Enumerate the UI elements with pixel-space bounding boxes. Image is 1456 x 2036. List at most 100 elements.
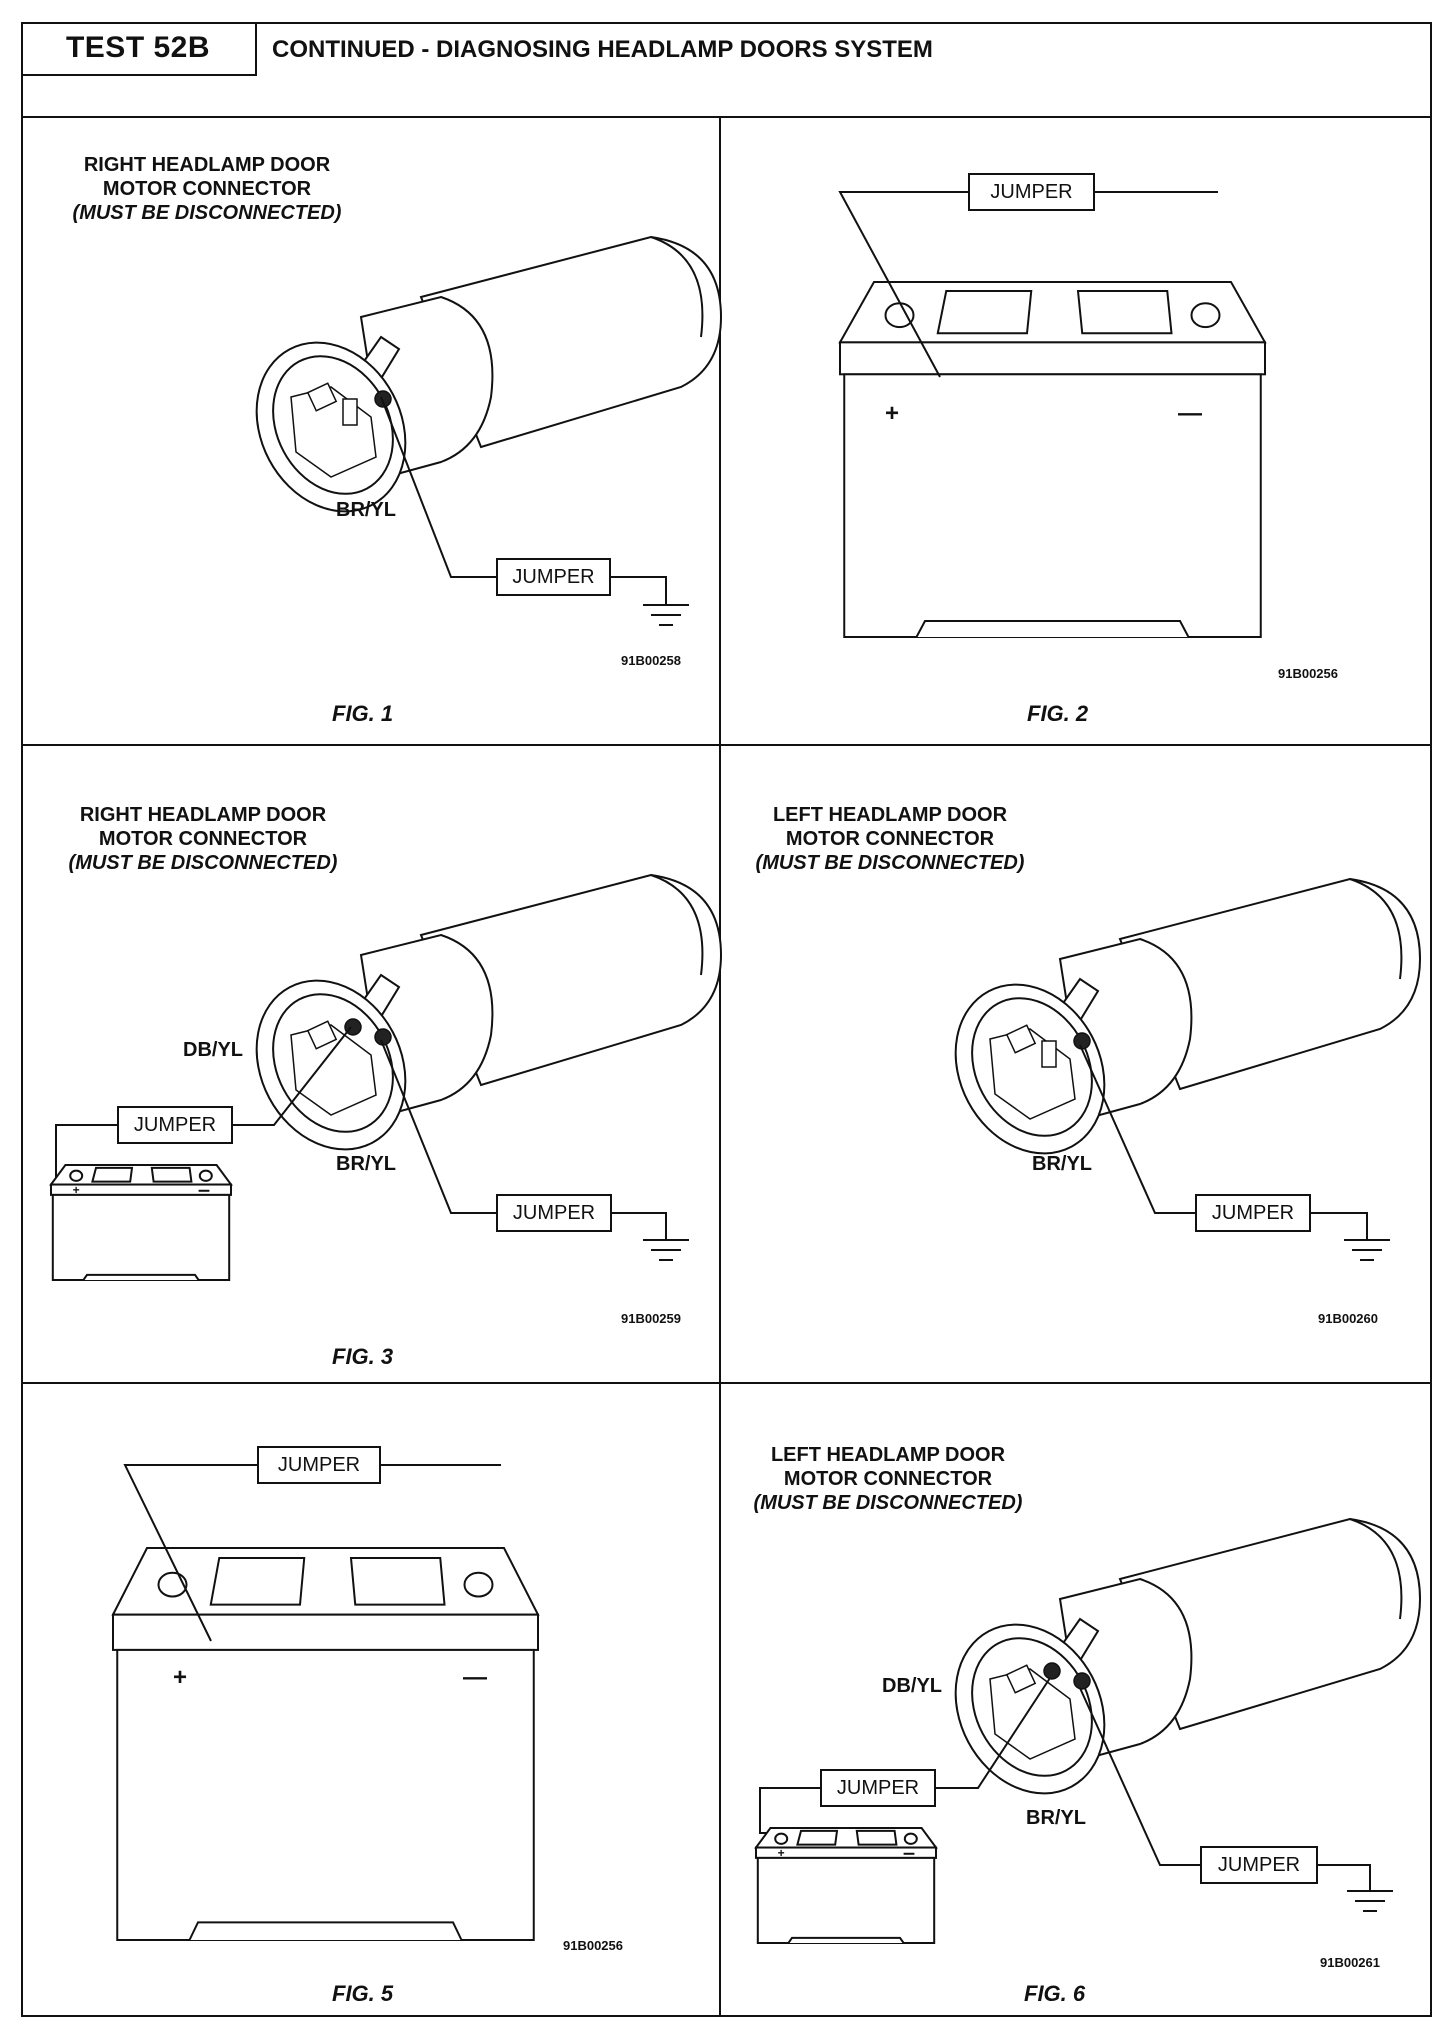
ground-wire <box>1318 1864 1371 1891</box>
jumper-box: JUMPER <box>257 1446 381 1484</box>
headlamp-connector <box>954 877 1422 1155</box>
figure-code: 91B00261 <box>1320 1955 1380 1970</box>
connector-key <box>306 382 338 412</box>
jumper-box: JUMPER <box>1195 1194 1311 1232</box>
page-title: CONTINUED - DIAGNOSING HEADLAMP DOORS SY… <box>272 36 933 63</box>
connector-socket <box>290 1024 377 1116</box>
connector-pin-br-yl <box>1073 1032 1091 1050</box>
battery-cap-right <box>150 1166 193 1183</box>
battery <box>838 281 1267 638</box>
wire-br-yl <box>1079 1044 1195 1214</box>
label-line-3: (MUST BE DISCONNECTED) <box>68 852 338 874</box>
wire-br-yl <box>380 1039 496 1214</box>
battery-body <box>116 1648 535 1941</box>
connector-key <box>1005 1024 1037 1054</box>
connector-pin-br-yl <box>1073 1672 1091 1690</box>
wire-db-yl <box>936 1677 1051 1789</box>
wire-label-db-yl: DB/YL <box>882 1675 942 1697</box>
battery-cap-left <box>91 1166 134 1183</box>
connector-label: RIGHT HEADLAMP DOOR MOTOR CONNECTOR (MUS… <box>53 803 353 875</box>
battery-handle <box>188 1921 463 1941</box>
connector-pin-db-yl <box>1043 1662 1061 1680</box>
connector-body-curve <box>650 874 704 976</box>
connector-pin-empty <box>1041 1040 1057 1068</box>
battery-terminal-positive <box>774 1832 789 1845</box>
battery-cap-right <box>1076 290 1173 335</box>
battery-terminal-negative <box>1190 302 1221 329</box>
wire-db-yl <box>233 1026 352 1126</box>
wire-label-br-yl: BR/YL <box>1026 1807 1086 1829</box>
battery-handle <box>915 620 1190 638</box>
battery-diagram <box>111 1464 540 1941</box>
ground-symbol <box>643 604 689 626</box>
figure-caption: FIG. 2 <box>1027 701 1089 726</box>
connector-label: LEFT HEADLAMP DOOR MOTOR CONNECTOR (MUST… <box>738 1443 1038 1515</box>
small-battery: + <box>49 1164 233 1281</box>
label-line-1: RIGHT HEADLAMP DOOR <box>83 154 331 176</box>
header <box>21 22 1432 118</box>
battery-plus-mark: + <box>73 1183 80 1197</box>
figure-3: RIGHT HEADLAMP DOOR MOTOR CONNECTOR (MUS… <box>21 745 723 1383</box>
figure-caption: FIG. 1 <box>332 701 394 726</box>
connector-body <box>1118 1517 1422 1731</box>
test-label: TEST 52B <box>21 22 257 76</box>
label-line-2: MOTOR CONNECTOR <box>783 1468 993 1490</box>
positive-terminal-sign: + <box>173 1664 188 1691</box>
battery-cap-left <box>936 290 1033 335</box>
wire-br-yl <box>1079 1687 1200 1866</box>
figure-code: 91B00256 <box>1278 666 1338 681</box>
connector-label: LEFT HEADLAMP DOOR MOTOR CONNECTOR (MUST… <box>740 803 1040 875</box>
battery-body <box>843 373 1262 638</box>
label-line-3: (MUST BE DISCONNECTED) <box>755 852 1025 874</box>
ground-symbol <box>1347 1890 1393 1912</box>
connector-pin-br-yl <box>374 390 392 408</box>
label-line-2: MOTOR CONNECTOR <box>102 178 312 200</box>
label-line-1: RIGHT HEADLAMP DOOR <box>79 804 327 826</box>
label-line-3: (MUST BE DISCONNECTED) <box>72 202 342 224</box>
jumper-box: JUMPER <box>496 1194 612 1232</box>
battery-cap-left <box>796 1829 839 1846</box>
battery-cap-right <box>349 1556 446 1606</box>
battery-cap-right <box>855 1829 898 1846</box>
headlamp-connector <box>255 873 723 1151</box>
ground-symbol <box>643 1239 689 1261</box>
ground-wire <box>1311 1212 1368 1240</box>
small-battery: + <box>754 1827 938 1944</box>
battery-terminal-positive <box>157 1571 188 1598</box>
jumper-wire-left <box>123 1464 257 1642</box>
label-line-3: (MUST BE DISCONNECTED) <box>753 1492 1023 1514</box>
battery-lip <box>839 341 1266 376</box>
headlamp-connector <box>954 1517 1422 1795</box>
wire-br-yl <box>380 396 496 578</box>
battery-terminal-negative <box>198 1169 213 1182</box>
figure-2: JUMPER + — 91B00256 FIG. 2 <box>720 117 1432 745</box>
connector-key <box>306 1020 338 1050</box>
jumper-box: JUMPER <box>1200 1846 1318 1884</box>
battery-plus-mark: + <box>778 1846 785 1860</box>
connector-body-curve <box>650 236 704 338</box>
connector-diagram: + <box>49 873 723 1281</box>
label-line-1: LEFT HEADLAMP DOOR <box>770 1444 1006 1466</box>
battery-terminal-positive <box>69 1169 84 1182</box>
battery-terminal-negative <box>463 1571 494 1598</box>
figure-code: 91B00260 <box>1318 1311 1378 1326</box>
positive-terminal-sign: + <box>885 400 900 427</box>
figure-code: 91B00256 <box>563 1938 623 1953</box>
connector-body <box>419 873 723 1087</box>
wire-label-br-yl: BR/YL <box>336 1153 396 1175</box>
connector-diagram <box>954 877 1422 1261</box>
figure-4: LEFT HEADLAMP DOOR MOTOR CONNECTOR (MUST… <box>720 745 1432 1383</box>
label-line-2: MOTOR CONNECTOR <box>785 828 995 850</box>
ground-symbol <box>1344 1239 1390 1261</box>
battery-lead <box>759 1787 820 1834</box>
label-line-1: LEFT HEADLAMP DOOR <box>772 804 1008 826</box>
figure-code: 91B00258 <box>621 653 681 668</box>
figure-6: LEFT HEADLAMP DOOR MOTOR CONNECTOR (MUST… <box>720 1383 1432 2017</box>
negative-terminal-sign: — <box>1178 400 1202 427</box>
jumper-box: JUMPER <box>496 558 611 596</box>
battery-lip <box>112 1613 539 1651</box>
figure-code: 91B00259 <box>621 1311 681 1326</box>
negative-terminal-sign: — <box>463 1664 487 1691</box>
figure-1: RIGHT HEADLAMP DOOR MOTOR CONNECTOR (MUS… <box>21 117 723 745</box>
